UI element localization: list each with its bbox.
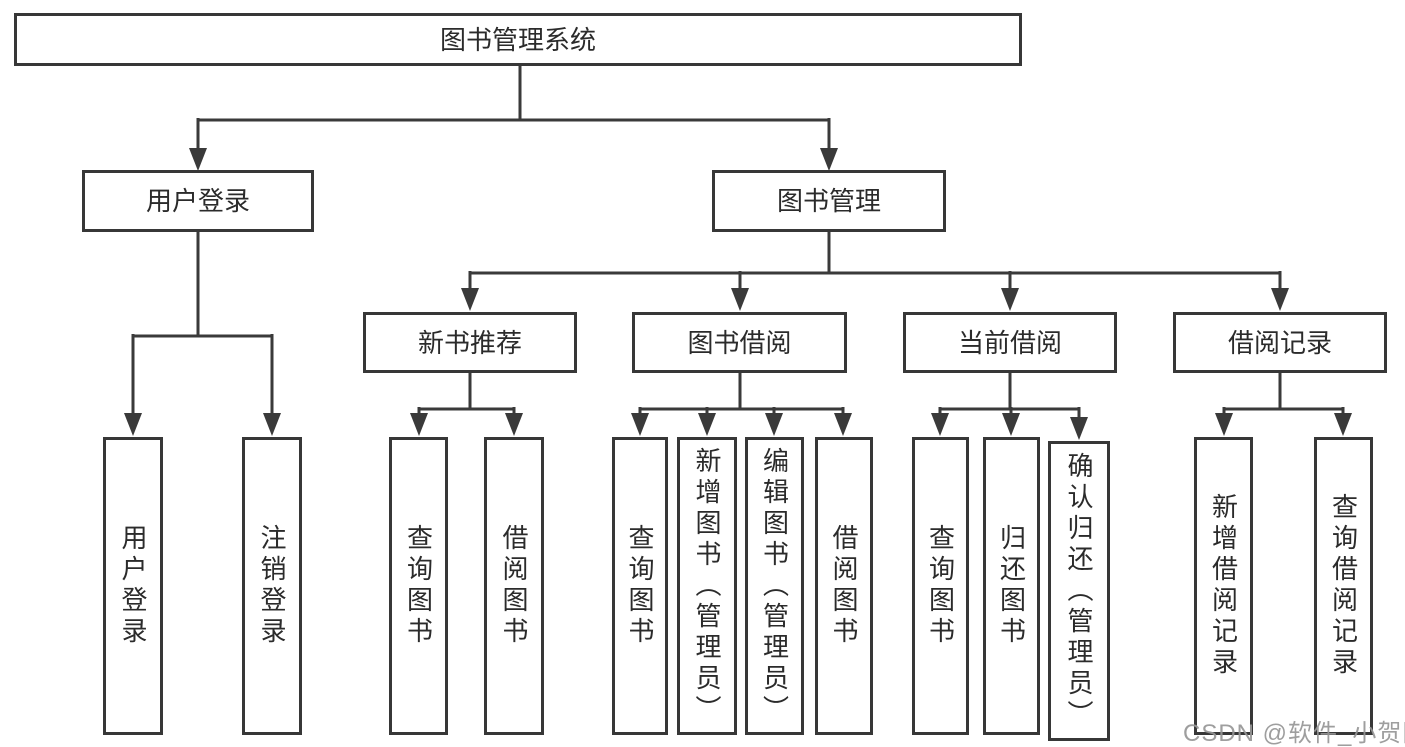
leaf-add-borrow-record: 新增借阅记录 [1194,437,1253,735]
leaf-return-book: 归还图书 [983,437,1040,735]
leaf-borrow-books-1: 借阅图书 [484,437,544,735]
node-label: 图书管理系统 [439,24,596,55]
node-label: 查询借阅记录 [1328,493,1359,679]
node-book-management: 图书管理 [712,170,946,232]
node-current-borrow: 当前借阅 [903,312,1117,373]
node-book-borrow: 图书借阅 [632,312,847,373]
leaf-add-book-admin: 新增图书（管理员） [677,437,737,735]
node-label: 用户登录 [145,186,250,216]
node-label: 编辑图书（管理员） [759,446,790,726]
node-label: 当前借阅 [957,327,1062,358]
node-label: 新增借阅记录 [1208,493,1239,679]
node-label: 确认归还（管理员） [1064,451,1094,731]
node-label: 借阅图书 [829,524,859,648]
node-label: 新书推荐 [417,327,522,358]
node-label: 查询图书 [625,524,655,648]
leaf-logout: 注销登录 [242,437,302,735]
node-label: 归还图书 [996,524,1027,648]
leaf-query-borrow-record: 查询借阅记录 [1314,437,1373,735]
node-label: 图书借阅 [687,327,792,358]
node-root: 图书管理系统 [14,13,1022,66]
arrowheads [124,148,1352,440]
node-label: 查询图书 [925,524,956,648]
connector-paths [131,66,1345,424]
watermark: CSDN @软件_小贺同学 [1183,720,1405,747]
node-label: 借阅记录 [1227,327,1332,358]
leaf-query-books-2: 查询图书 [612,437,668,735]
node-user-login: 用户登录 [82,170,314,232]
node-label: 借阅图书 [499,524,529,648]
node-label: 查询图书 [403,524,434,648]
leaf-user-login: 用户登录 [103,437,163,735]
node-new-book-recommend: 新书推荐 [363,312,577,373]
node-label: 图书管理 [776,186,881,216]
node-borrow-records: 借阅记录 [1173,312,1387,373]
leaf-query-books-3: 查询图书 [912,437,969,735]
node-label: 新增图书（管理员） [692,446,722,726]
leaf-query-books-1: 查询图书 [389,437,448,735]
leaf-edit-book-admin: 编辑图书（管理员） [745,437,804,735]
leaf-confirm-return-admin: 确认归还（管理员） [1048,441,1110,741]
leaf-borrow-books-2: 借阅图书 [815,437,873,735]
node-label: 用户登录 [118,524,148,648]
node-label: 注销登录 [257,524,287,648]
